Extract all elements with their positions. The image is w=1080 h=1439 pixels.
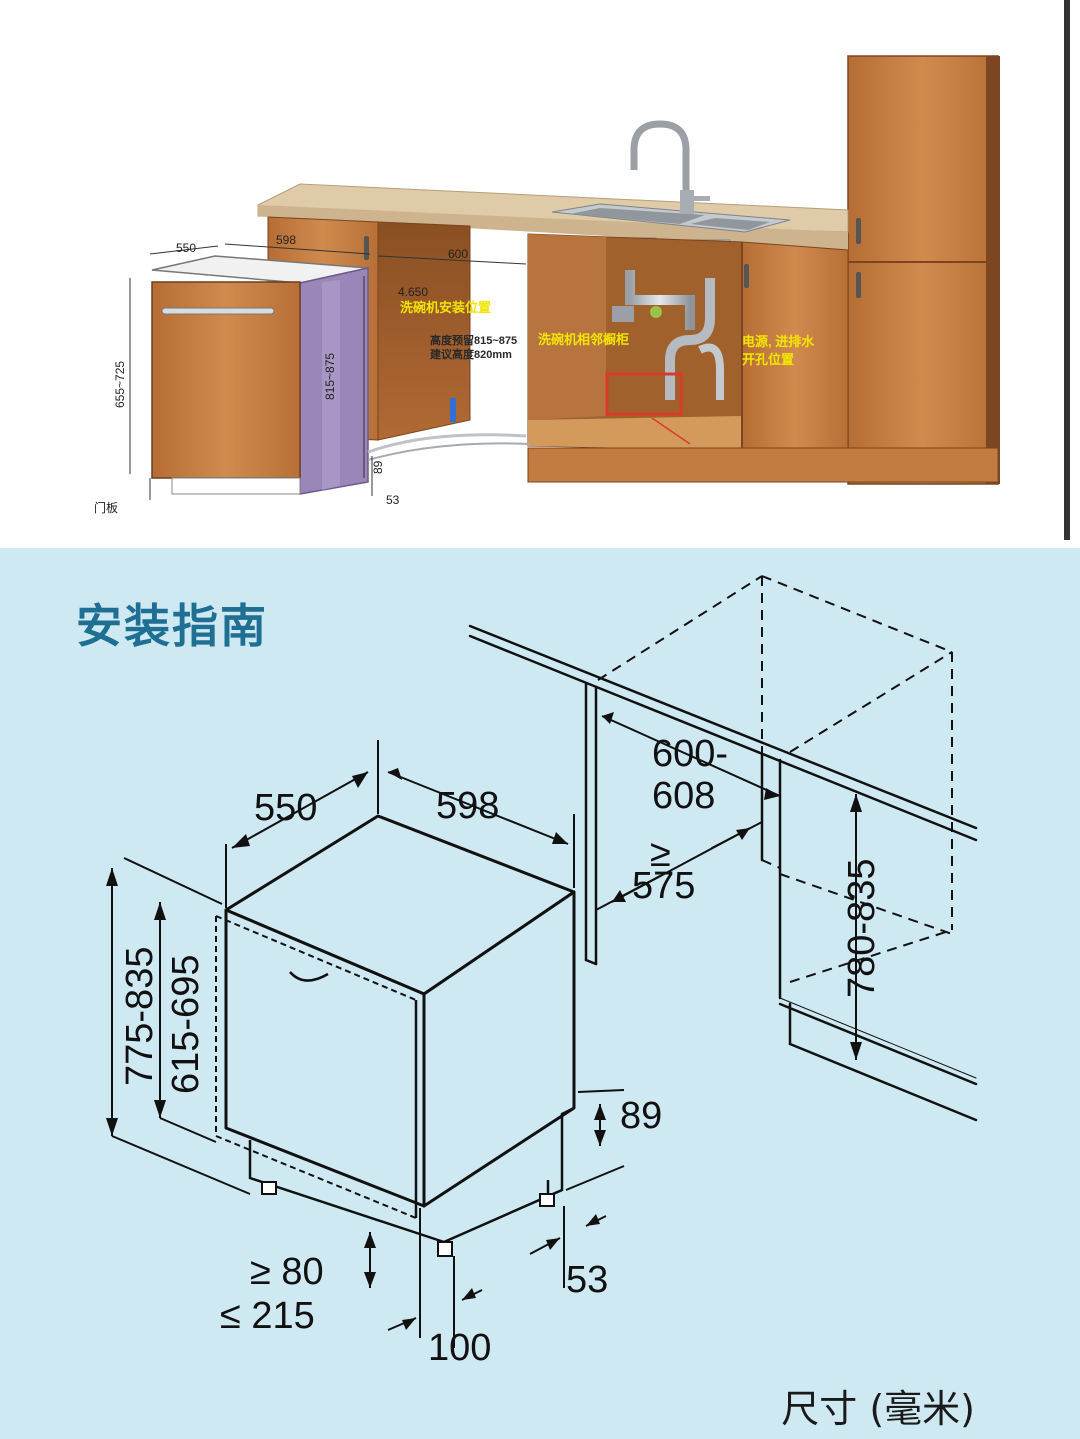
dim-89: 89 (371, 460, 385, 474)
install-guide-panel: 安装指南 (0, 548, 1080, 1439)
dimension-arrows (106, 712, 862, 1330)
hole-position-marker (605, 372, 683, 416)
niche-outline (597, 575, 953, 983)
dim-550: 550 (176, 241, 196, 255)
dim-655-725: 655~725 (113, 361, 127, 408)
guide-title: 安装指南 (76, 599, 268, 653)
label-install-position: 洗碗机安装位置 (400, 300, 491, 315)
dishwasher-illustration (151, 255, 369, 495)
dim-door-height: 615-695 (165, 955, 207, 1094)
dim-width: 598 (436, 785, 499, 827)
label-power-water-2: 开孔位置 (742, 352, 794, 367)
dim-min-symbol: ≥ (650, 833, 671, 875)
install-guide-diagram: 550 598 600- 608 ≥ 575 780-835 775-835 6… (106, 575, 978, 1369)
dim-niche-width-1: 600- (652, 733, 728, 775)
label-height-suggested: 建议高度820mm (430, 347, 512, 361)
dishwasher-door (215, 915, 418, 1219)
dim-plinth-height: 89 (620, 1095, 662, 1137)
dim-opening-small: 4.650 (398, 285, 428, 299)
dim-toe-depth: 53 (566, 1259, 608, 1301)
dim-min-depth: 575 (632, 865, 695, 907)
dim-815-875: 815~875 (323, 353, 337, 400)
label-height-reserved: 高度预留815~875 (430, 333, 517, 347)
kitchen-illustration-panel: 550 598 600 4.650 655~725 815~875 89 53 … (0, 0, 1080, 548)
tall-cabinet (847, 55, 1000, 485)
dimension-lines (129, 243, 527, 500)
dim-niche-width-2: 608 (652, 775, 715, 817)
dim-foot-offset: 100 (428, 1327, 491, 1369)
label-power-water-1: 电源, 进排水 (742, 334, 815, 349)
hose (367, 442, 531, 461)
dim-depth: 550 (254, 787, 317, 829)
countertop-edge (468, 624, 978, 830)
dim-598: 598 (276, 233, 296, 247)
dim-foot-max: ≤ 215 (220, 1295, 315, 1337)
dim-total-height: 775-835 (119, 947, 161, 1086)
door-handle (289, 971, 329, 982)
dim-niche-height: 780-835 (841, 859, 883, 998)
dim-foot-min: ≥ 80 (250, 1251, 324, 1293)
dishwasher-feet (261, 1181, 555, 1257)
unit-label: 尺寸 (毫米) (781, 1387, 975, 1431)
dim-600: 600 (448, 247, 468, 261)
dishwasher-outline (224, 814, 576, 1208)
label-door-panel: 门板 (94, 500, 118, 515)
label-adjacent-cabinet: 洗碗机相邻橱柜 (538, 332, 629, 347)
hose (367, 433, 527, 454)
kitchen-illustration: 550 598 600 4.650 655~725 815~875 89 53 … (94, 55, 1000, 515)
dim-53: 53 (386, 493, 400, 507)
edge-bar (1064, 0, 1070, 540)
sink-cabinet (527, 233, 999, 483)
